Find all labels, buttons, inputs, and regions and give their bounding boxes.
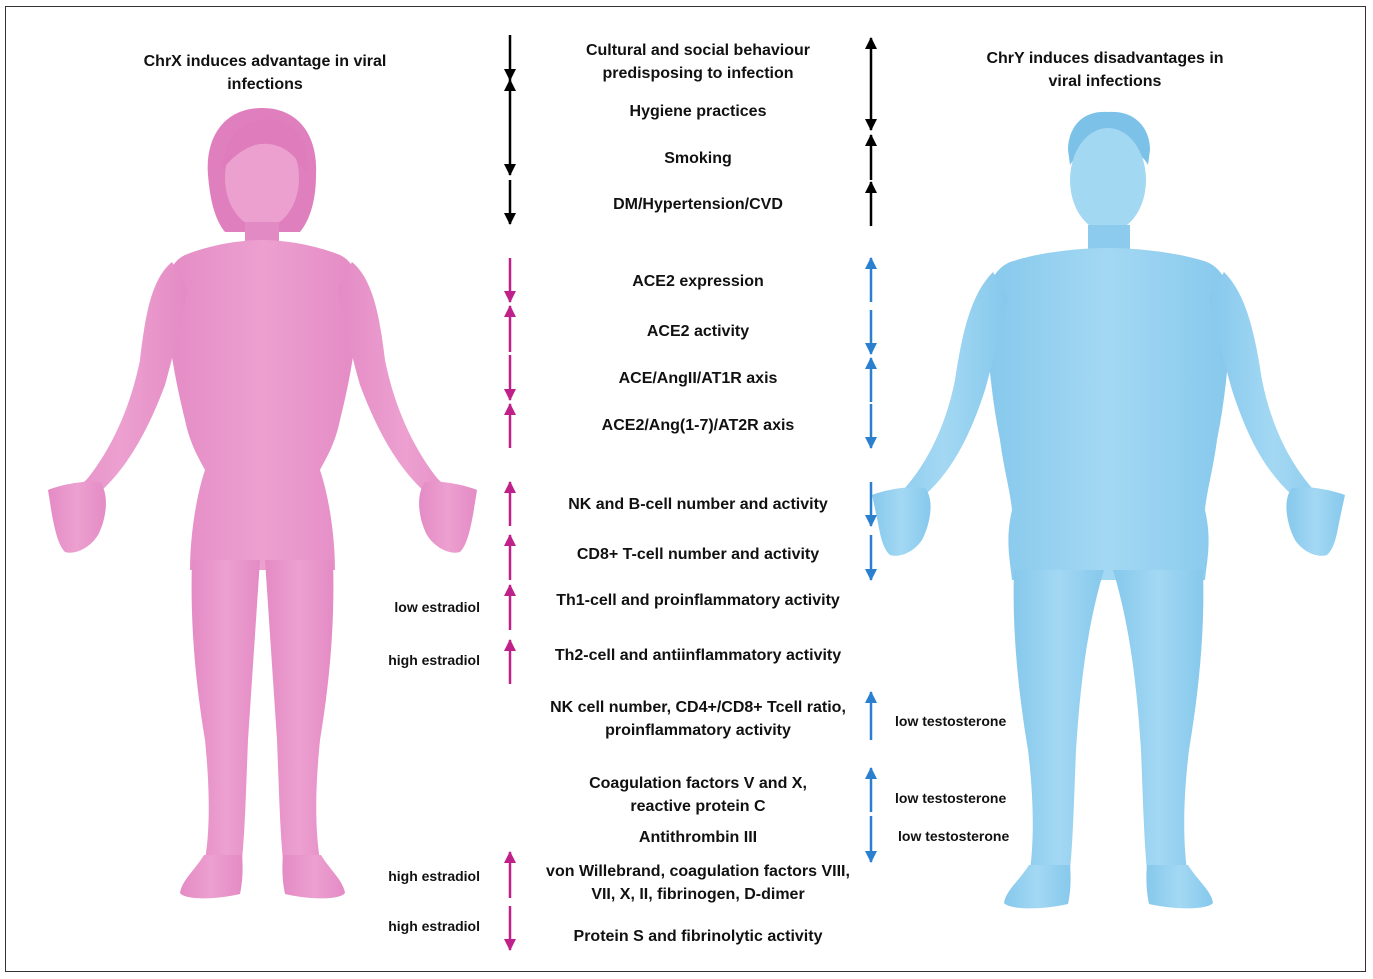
- factor-label-line: predisposing to infection: [602, 65, 794, 82]
- factor-label-line: ACE2 expression: [632, 272, 764, 290]
- female-figure: [48, 108, 477, 899]
- factor-label-line: Th1-cell and proinflammatory activity: [556, 591, 840, 609]
- factor-label-ace2-axis: ACE2/Ang(1-7)/AT2R axis: [528, 414, 868, 437]
- factor-label-coag: Coagulation factors V and X, reactive pro…: [528, 772, 868, 818]
- factor-label-line: NK cell number, CD4+/CD8+ Tcell ratio,: [550, 699, 846, 716]
- factor-label-nk-ratio: NK cell number, CD4+/CD8+ Tcell ratio, pr…: [528, 696, 868, 742]
- female-arrow-up-th2: [504, 639, 516, 684]
- female-arrow-up-th1: [504, 584, 516, 630]
- factor-label-line: ACE2/Ang(1-7)/AT2R axis: [601, 416, 795, 434]
- female-header: ChrX induces advantage in viral infectio…: [143, 53, 387, 93]
- male-arrow-up-culture: [865, 37, 877, 85]
- factor-label-line: proinflammatory activity: [605, 722, 791, 739]
- female-hormone-note: high estradiol: [388, 918, 480, 934]
- female-arrow-up-cd8: [504, 534, 516, 580]
- factor-label-culture: Cultural and social behaviour predisposin…: [528, 39, 868, 85]
- male-hormone-note: low testosterone: [898, 828, 1010, 844]
- female-arrow-down-smoking: [504, 128, 516, 176]
- male-arrow-down-antithrombin: [865, 816, 877, 863]
- female-hormone-note: low estradiol: [394, 599, 480, 615]
- male-header: ChrY induces disadvantages in viral infe…: [986, 50, 1224, 90]
- factor-label-ace-axis: ACE/AngII/AT1R axis: [528, 367, 868, 390]
- male-arrow-up-dm: [865, 181, 877, 226]
- female-arrow-down-dm: [504, 180, 516, 225]
- female-arrow-down-culture: [504, 35, 516, 81]
- factor-label-hygiene: Hygiene practices: [528, 100, 868, 123]
- factor-label-line: von Willebrand, coagulation factors VIII…: [546, 863, 850, 880]
- factor-label-line: Antithrombin III: [638, 828, 758, 846]
- factor-label-dm: DM/Hypertension/CVD: [528, 193, 868, 216]
- factor-label-line: ACE/AngII/AT1R axis: [618, 369, 778, 387]
- female-arrow-down-ace2-expression: [504, 258, 516, 303]
- male-arrow-up-ace-axis: [865, 357, 877, 402]
- factor-label-line: Hygiene practices: [629, 102, 767, 120]
- factor-label-line: Coagulation factors V and X,: [589, 775, 807, 792]
- male-arrow-up-smoking: [865, 134, 877, 180]
- factor-label-line: Smoking: [664, 149, 732, 167]
- factor-label-nk-b: NK and B-cell number and activity: [528, 493, 868, 516]
- female-arrow-up-ace2-activity: [504, 305, 516, 352]
- male-arrow-down-cd8: [865, 535, 877, 581]
- factor-label-th1: Th1-cell and proinflammatory activity: [528, 589, 868, 612]
- female-arrow-up-nk-b: [504, 481, 516, 526]
- male-hormone-note: low testosterone: [895, 713, 1007, 729]
- female-arrow-up-ace2-axis: [504, 403, 516, 448]
- factor-label-line: Protein S and fibrinolytic activity: [573, 927, 823, 945]
- factor-label-line: Cultural and social behaviour: [585, 42, 811, 59]
- factor-label-ace2-expression: ACE2 expression: [528, 270, 868, 293]
- factor-label-cd8: CD8+ T-cell number and activity: [528, 543, 868, 566]
- factor-label-antithrombin: Antithrombin III: [528, 826, 868, 849]
- factor-label-ace2-activity: ACE2 activity: [528, 320, 868, 343]
- male-arrow-down-ace2-activity: [865, 310, 877, 355]
- male-arrow-down-ace2-axis: [865, 404, 877, 449]
- factor-label-th2: Th2-cell and antiinflammatory activity: [528, 644, 868, 667]
- female-arrow-down-ace-axis: [504, 355, 516, 401]
- factor-label-line: reactive protein C: [630, 798, 766, 815]
- male-arrow-up-nk-ratio: [865, 691, 877, 740]
- male-hormone-note: low testosterone: [895, 790, 1007, 806]
- female-arrow-down-protein-s: [504, 906, 516, 951]
- male-arrow-down-nk-b: [865, 482, 877, 527]
- factor-label-vwf: von Willebrand, coagulation factors VIII…: [528, 860, 868, 906]
- factor-label-line: DM/Hypertension/CVD: [613, 195, 783, 213]
- factor-label-line: Th2-cell and antiinflammatory activity: [554, 646, 842, 664]
- female-hormone-note: high estradiol: [388, 652, 480, 668]
- factor-label-line: VII, X, II, fibrinogen, D-dimer: [591, 886, 805, 903]
- factor-label-smoking: Smoking: [528, 147, 868, 170]
- female-arrow-up-vwf: [504, 851, 516, 898]
- factor-label-line: CD8+ T-cell number and activity: [576, 545, 820, 563]
- factor-label-line: ACE2 activity: [646, 322, 750, 340]
- male-arrow-up-ace2-expression: [865, 257, 877, 302]
- male-figure: [872, 111, 1345, 909]
- factor-label-protein-s: Protein S and fibrinolytic activity: [528, 925, 868, 948]
- arrow-marks: [504, 35, 877, 951]
- female-arrow-up-hygiene: [504, 79, 516, 128]
- female-hormone-note: high estradiol: [388, 868, 480, 884]
- factor-label-line: NK and B-cell number and activity: [568, 495, 828, 513]
- male-arrow-up-coag: [865, 767, 877, 812]
- male-arrow-down-hygiene: [865, 85, 877, 131]
